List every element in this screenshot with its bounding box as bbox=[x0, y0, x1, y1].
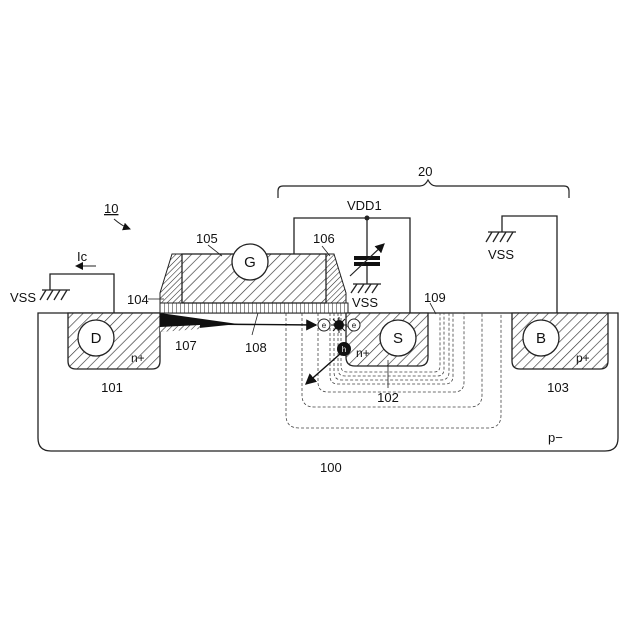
vss-cap-label: VSS bbox=[352, 295, 378, 310]
ground-symbol-left bbox=[40, 290, 70, 300]
figure-ref-pointer bbox=[114, 219, 130, 229]
body-wire bbox=[502, 216, 557, 313]
ref-substrate: 100 bbox=[320, 460, 342, 475]
spacer-left bbox=[160, 254, 182, 303]
impact-burst-rays bbox=[331, 317, 347, 333]
drain-terminal-label: D bbox=[91, 330, 102, 347]
spacer-right bbox=[326, 254, 346, 303]
vss-right-label: VSS bbox=[488, 247, 514, 262]
group-label: 20 bbox=[418, 164, 432, 179]
ref-gate-electrode: 105 bbox=[196, 231, 218, 246]
body-terminal-label: B bbox=[536, 330, 546, 347]
ref-drain-region: 101 bbox=[101, 380, 123, 395]
substrate-type-label: p− bbox=[548, 430, 563, 445]
hole-carrier-label: h bbox=[342, 345, 346, 354]
group-bracket bbox=[278, 180, 569, 198]
ref-body-region: 103 bbox=[547, 380, 569, 395]
ref-spacer-right: 106 bbox=[313, 231, 335, 246]
ref-drift-region: 107 bbox=[175, 338, 197, 353]
ic-label: Ic bbox=[77, 249, 88, 264]
ground-symbol-right bbox=[486, 232, 516, 242]
gate-terminal-label: G bbox=[244, 254, 256, 271]
vdd-node bbox=[365, 216, 370, 221]
electron-flow-arrow bbox=[196, 324, 316, 325]
ref-spacer-left: 104 bbox=[127, 292, 149, 307]
vdd-label: VDD1 bbox=[347, 198, 382, 213]
ground-symbol-cap bbox=[351, 284, 381, 293]
gate-insulator bbox=[160, 303, 348, 313]
body-doping-label: p+ bbox=[576, 351, 590, 365]
source-doping-label: n+ bbox=[356, 346, 370, 360]
ref-source-region: 102 bbox=[377, 390, 399, 405]
source-terminal-label: S bbox=[393, 330, 403, 347]
drain-wire bbox=[50, 274, 114, 313]
electron-carrier-left-label: e bbox=[322, 321, 327, 330]
vss-left-label: VSS bbox=[10, 290, 36, 305]
figure-ref-label: 10 bbox=[104, 201, 118, 216]
ref-gate-insulator: 108 bbox=[245, 340, 267, 355]
drain-doping-label: n+ bbox=[131, 351, 145, 365]
ref-source-extension: 109 bbox=[424, 290, 446, 305]
electron-carrier-right-label: e bbox=[352, 321, 357, 330]
